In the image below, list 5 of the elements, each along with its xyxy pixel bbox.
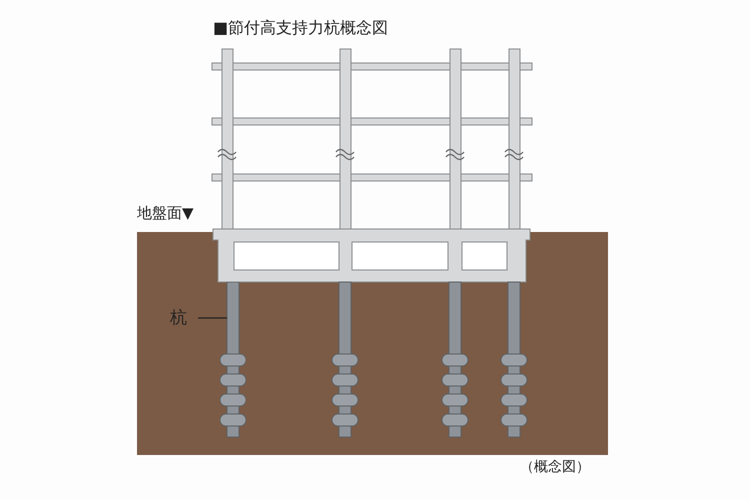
pile-label: 杭 [170,307,188,329]
leader-line [198,317,227,319]
diagram-title: ■節付高支持力杭概念図 [213,18,388,39]
ground-level-label: 地盤面▼ [137,204,194,223]
caption-text: （概念図） [520,458,590,476]
